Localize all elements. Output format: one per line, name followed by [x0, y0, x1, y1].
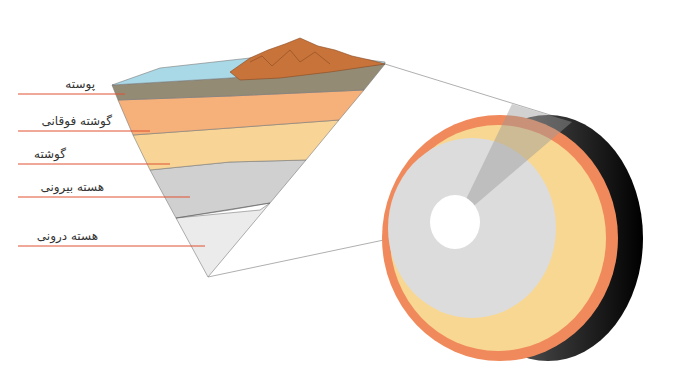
layer-label: گوشته [34, 147, 66, 162]
wedge [112, 38, 385, 277]
sphere-outer-core [388, 138, 556, 318]
layer-label: هسته بیرونی [40, 180, 104, 195]
layer-label: پوسته [65, 77, 95, 92]
layer-label: هسته درونی [37, 229, 98, 244]
sphere-inner-core [430, 195, 480, 249]
layer-label: گوشته فوقانی [41, 114, 112, 129]
leader-lines [18, 94, 205, 246]
